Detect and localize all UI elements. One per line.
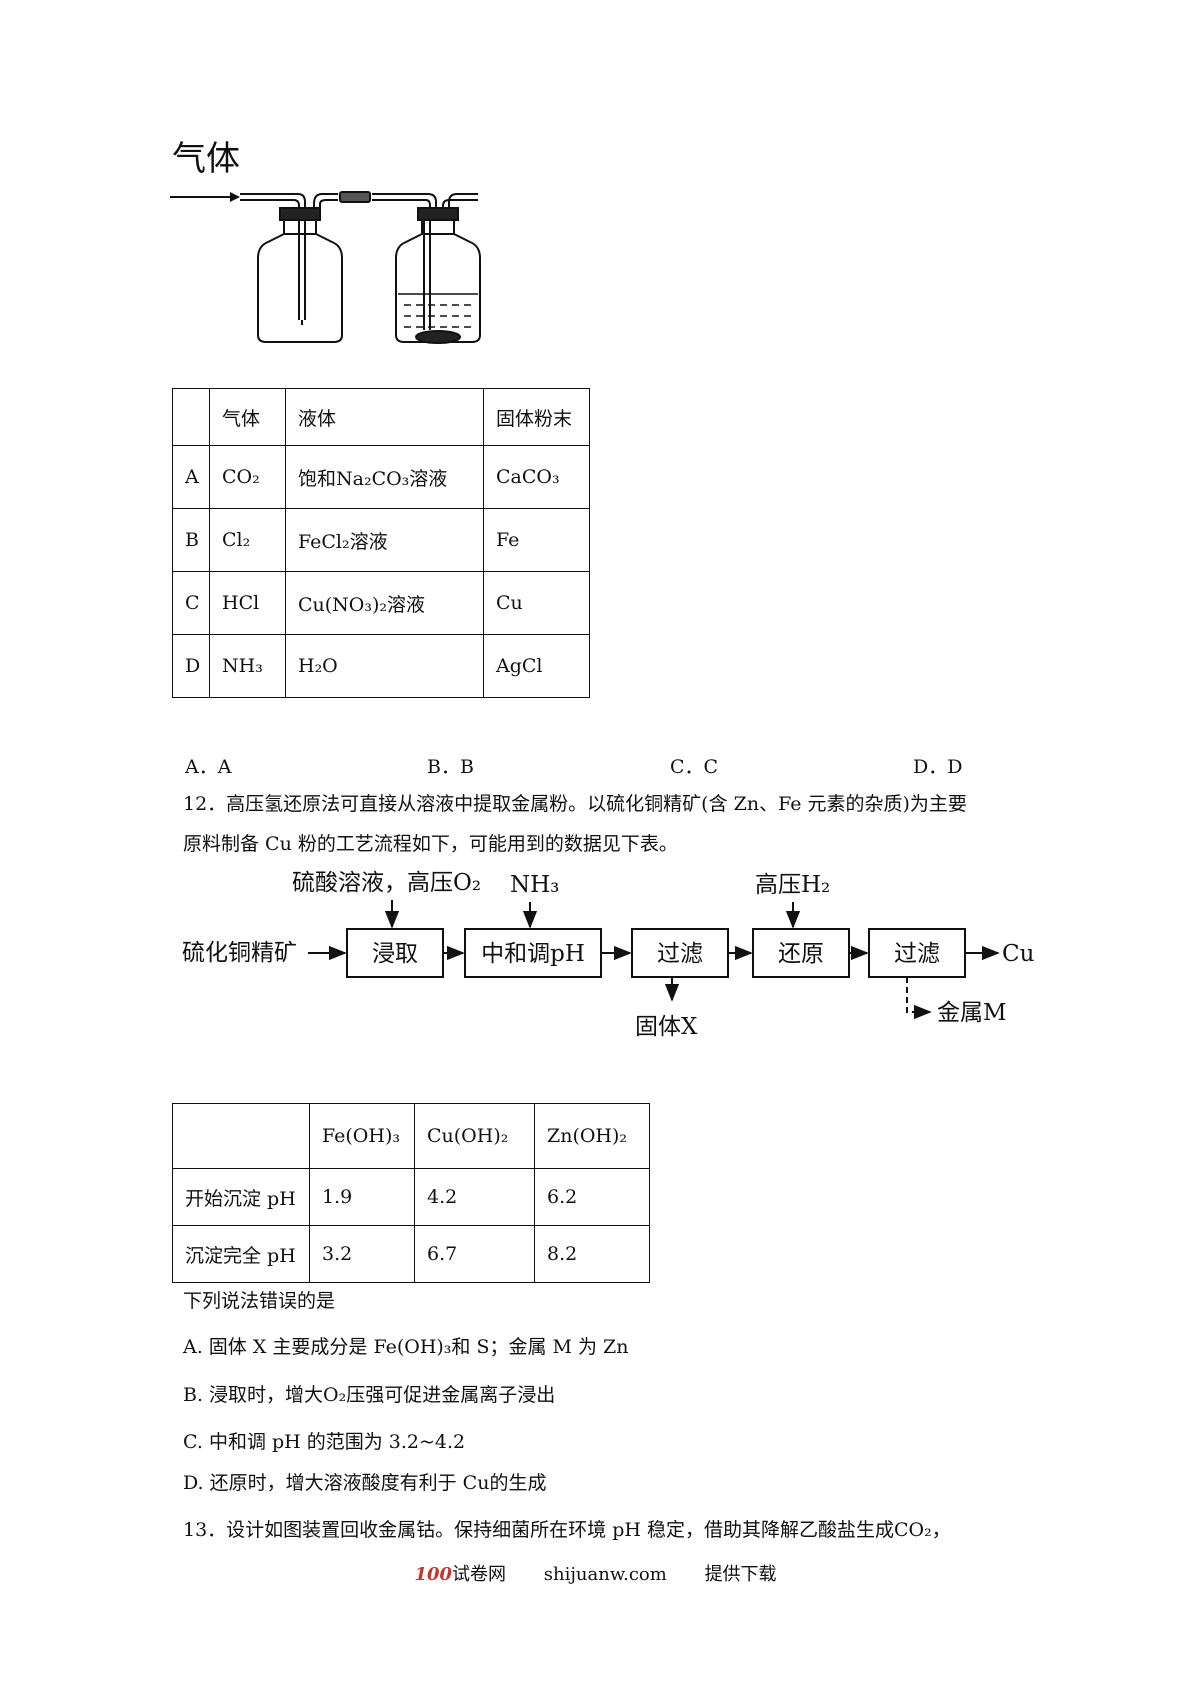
liquid-cell: H₂O	[285, 634, 484, 698]
q12-question: 下列说法错误的是	[183, 1290, 336, 1312]
q12-option-a[interactable]: A. 固体 X 主要成分是 Fe(OH)₃和 S；金属 M 为 Zn	[183, 1336, 629, 1358]
flow-start-label: 硫化铜精矿	[182, 940, 297, 966]
gas-cell: Cl₂	[209, 508, 286, 572]
page-footer: 100试卷网 shijuanw.com 提供下载	[0, 1560, 1191, 1586]
q12-option-d[interactable]: D. 还原时，增大溶液酸度有利于 Cu的生成	[183, 1472, 547, 1494]
ph-table: Fe(OH)₃ Cu(OH)₂ Zn(OH)₂ 开始沉淀 pH 1.9 4.2 …	[172, 1103, 650, 1283]
value-cell: 4.2	[414, 1168, 535, 1226]
footer-logo: 100	[414, 1564, 453, 1585]
reagent-1-label: 硫酸溶液，高压O₂	[292, 870, 481, 896]
q12-option-b[interactable]: B. 浸取时，增大O₂压强可促进金属离子浸出	[183, 1384, 556, 1406]
table-row: 开始沉淀 pH 1.9 4.2 6.2	[172, 1168, 650, 1226]
q12-stem-line-1: 12．高压氢还原法可直接从溶液中提取金属粉。以硫化铜精矿(含 Zn、Fe 元素的…	[183, 793, 967, 815]
reagent-2-label: NH₃	[510, 872, 559, 898]
liquid-cell: FeCl₂溶液	[285, 508, 484, 572]
solid-cell: Cu	[483, 571, 590, 635]
box-reduce-label: 还原	[778, 941, 824, 967]
solid-cell: Fe	[483, 508, 590, 572]
option-cell: A	[172, 445, 210, 509]
value-cell: 8.2	[534, 1225, 650, 1283]
gas-apparatus-figure: 气体	[170, 139, 481, 344]
table-row: C HCl Cu(NO₃)₂溶液 Cu	[172, 571, 590, 635]
table-row: A CO₂ 饱和Na₂CO₃溶液 CaCO₃	[172, 445, 590, 509]
value-cell: 6.7	[414, 1225, 535, 1283]
connecting-tubes	[240, 191, 478, 330]
q12-stem-line-2: 原料制备 Cu 粉的工艺流程如下，可能用到的数据见下表。	[183, 833, 678, 855]
table-row: 沉淀完全 pH 3.2 6.7 8.2	[172, 1225, 650, 1283]
gas-cell: NH₃	[209, 634, 286, 698]
box-filter-1-label: 过滤	[657, 941, 703, 967]
gas-cell: CO₂	[209, 445, 286, 509]
q11-option-d[interactable]: D．D	[913, 756, 963, 778]
solid-cell: AgCl	[483, 634, 590, 698]
header-cell-solid: 固体粉末	[483, 388, 590, 446]
solid-cell: CaCO₃	[483, 445, 590, 509]
ph-table-header: Fe(OH)₃ Cu(OH)₂ Zn(OH)₂	[172, 1103, 650, 1169]
liquid-cell: 饱和Na₂CO₃溶液	[285, 445, 484, 509]
header-cell-cu: Cu(OH)₂	[414, 1103, 535, 1169]
product-cu-label: Cu	[1002, 941, 1034, 967]
reagent-table: 气体 液体 固体粉末 A CO₂ 饱和Na₂CO₃溶液 CaCO₃ B Cl₂ …	[172, 388, 590, 698]
header-cell-empty	[172, 388, 210, 446]
liquid-cell: Cu(NO₃)₂溶液	[285, 571, 484, 635]
q11-options: A．A B．B C．C D．D	[185, 752, 985, 782]
byproduct-x-label: 固体X	[635, 1014, 698, 1040]
reagent-3-label: 高压H₂	[755, 872, 830, 898]
footer-site-cn: 试卷网	[452, 1564, 507, 1585]
header-cell-empty	[172, 1103, 310, 1169]
q11-option-a[interactable]: A．A	[185, 756, 232, 778]
header-cell-liquid: 液体	[285, 388, 484, 446]
q11-option-b[interactable]: B．B	[427, 756, 474, 778]
value-cell: 6.2	[534, 1168, 650, 1226]
table-row: B Cl₂ FeCl₂溶液 Fe	[172, 508, 590, 572]
header-cell-zn: Zn(OH)₂	[534, 1103, 650, 1169]
q12-stem: 12．高压氢还原法可直接从溶液中提取金属粉。以硫化铜精矿(含 Zn、Fe 元素的…	[183, 784, 1043, 864]
header-cell-gas: 气体	[209, 388, 286, 446]
wash-bottle-1	[257, 207, 343, 343]
box-neutralize-label: 中和调pH	[481, 941, 585, 967]
q11-option-c[interactable]: C．C	[670, 756, 719, 778]
q13-stem: 13．设计如图装置回收金属钴。保持细菌所在环境 pH 稳定，借助其降解乙酸盐生成…	[183, 1519, 951, 1541]
footer-brand: 100试卷网	[414, 1564, 506, 1585]
value-cell: 3.2	[309, 1225, 415, 1283]
value-cell: 1.9	[309, 1168, 415, 1226]
option-cell: C	[172, 571, 210, 635]
option-cell: B	[172, 508, 210, 572]
box-leaching-label: 浸取	[372, 941, 418, 967]
reagent-table-header: 气体 液体 固体粉末	[172, 388, 590, 446]
gas-inlet-arrow-icon	[170, 192, 240, 202]
byproduct-m-label: 金属M	[937, 1000, 1007, 1026]
q12-option-c[interactable]: C. 中和调 pH 的范围为 3.2~4.2	[183, 1431, 466, 1453]
row-label: 开始沉淀 pH	[172, 1168, 310, 1226]
gas-label: 气体	[172, 139, 240, 179]
footer-note: 提供下载	[704, 1564, 777, 1585]
process-flow-diagram: 硫化铜精矿 浸取 硫酸溶液，高压O₂ 中和调pH NH₃ 过滤 固体X 还原 高…	[182, 870, 1034, 1040]
box-filter-2-label: 过滤	[894, 941, 940, 967]
gas-cell: HCl	[209, 571, 286, 635]
option-cell: D	[172, 634, 210, 698]
table-row: D NH₃ H₂O AgCl	[172, 634, 590, 698]
footer-site-url[interactable]: shijuanw.com	[543, 1564, 667, 1585]
header-cell-fe: Fe(OH)₃	[309, 1103, 415, 1169]
wash-bottle-2	[395, 207, 481, 344]
row-label: 沉淀完全 pH	[172, 1225, 310, 1283]
